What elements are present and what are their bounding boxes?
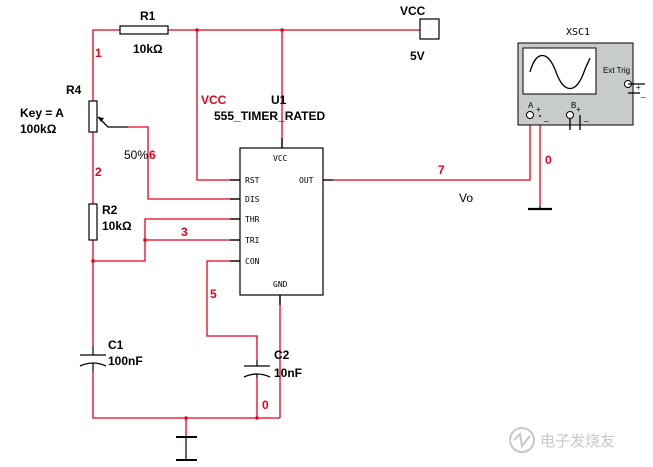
u1-pin-tri: TRI	[245, 236, 260, 245]
c2-capacitor[interactable]: C2 10nF	[243, 348, 302, 380]
scope-ext-plus: +	[636, 83, 641, 92]
wire-c1-gnd	[92, 372, 280, 419]
vcc-source[interactable]: VCC 5V	[400, 4, 440, 63]
sine-wave-icon	[529, 54, 591, 90]
watermark-logo-icon	[509, 427, 535, 453]
u1-pin-dis: DIS	[245, 195, 260, 204]
c1-ref: C1	[108, 338, 124, 352]
scope-b-minus: _	[583, 113, 589, 122]
net-label-3: 3	[181, 225, 188, 239]
wires	[92, 29, 541, 437]
scope-b-plus: +	[576, 105, 581, 114]
c1-value: 100nF	[108, 354, 143, 368]
scope-screen	[522, 47, 597, 95]
u1-555-timer[interactable]: U1 555_TIMER_RATED VCC RST DIS THR TRI C…	[214, 93, 333, 305]
u1-model: 555_TIMER_RATED	[214, 109, 325, 123]
channel-a-terminal[interactable]	[526, 111, 534, 119]
net-label-6: 6	[149, 148, 156, 162]
r1-value: 10kΩ	[133, 42, 163, 56]
u1-pin-con: CON	[245, 257, 260, 266]
vcc-source-value: 5V	[410, 49, 425, 63]
wire-wiper-dis	[128, 126, 240, 200]
oscilloscope-xsc1[interactable]: XSC1 Ext Trig + _ A B + _ + _	[517, 27, 646, 130]
net-label-5: 5	[210, 287, 217, 301]
watermark-text: 电子发烧友	[540, 432, 615, 450]
scope-a-plus: +	[536, 105, 541, 114]
r4-ref: R4	[66, 83, 82, 97]
wire-vcc-rst	[196, 30, 240, 181]
c2-value: 10nF	[274, 366, 302, 380]
r4-potentiometer[interactable]: R4 Key = A 100kΩ 50%	[20, 83, 148, 162]
scope-ref: XSC1	[566, 27, 590, 38]
watermark: 电子发烧友	[509, 427, 615, 453]
net-label-vo: Vo	[459, 191, 473, 205]
scope-ext-minus: _	[640, 89, 646, 98]
r4-key: Key = A	[20, 106, 64, 120]
r4-value: 100kΩ	[20, 122, 57, 136]
u1-pin-vcc: VCC	[273, 154, 288, 163]
net-label-1: 1	[95, 46, 102, 60]
wire-con-c2	[206, 260, 258, 360]
channel-b-terminal[interactable]	[566, 111, 574, 119]
ground-symbol-main	[176, 436, 197, 461]
vcc-source-name: VCC	[400, 4, 426, 18]
junctions	[91, 28, 284, 420]
net-label-0-scope: 0	[545, 153, 552, 167]
net-labels: 1 2 3 5 6 7 0 0 VCC Vo	[95, 46, 552, 412]
r2-resistor[interactable]: R2 10kΩ	[88, 203, 132, 241]
u1-pin-rst: RST	[245, 176, 260, 185]
c1-capacitor[interactable]: C1 100nF	[79, 338, 143, 372]
r2-value: 10kΩ	[102, 219, 132, 233]
r2-ref: R2	[102, 203, 118, 217]
r1-ref: R1	[140, 9, 156, 23]
wire-r4-to-r1	[92, 29, 120, 101]
wire-out-scope	[323, 115, 531, 181]
scope-a-minus: _	[543, 113, 549, 122]
u1-ref: U1	[271, 93, 287, 107]
r1-resistor[interactable]: R1 10kΩ	[119, 9, 169, 56]
scope-ext-trig: Ext Trig	[603, 66, 630, 75]
u1-pin-thr: THR	[245, 215, 260, 224]
net-label-7: 7	[438, 163, 445, 177]
ground-symbol-scope	[528, 206, 552, 211]
net-label-2: 2	[95, 165, 102, 179]
scope-channel-b: B	[571, 101, 576, 110]
u1-pin-out: OUT	[299, 176, 314, 185]
scope-channel-a: A	[528, 101, 534, 110]
u1-pin-gnd: GND	[273, 280, 288, 289]
net-label-vcc: VCC	[201, 93, 227, 107]
net-label-0-gnd: 0	[262, 398, 269, 412]
r4-percent: 50%	[124, 148, 148, 162]
c2-ref: C2	[274, 348, 290, 362]
